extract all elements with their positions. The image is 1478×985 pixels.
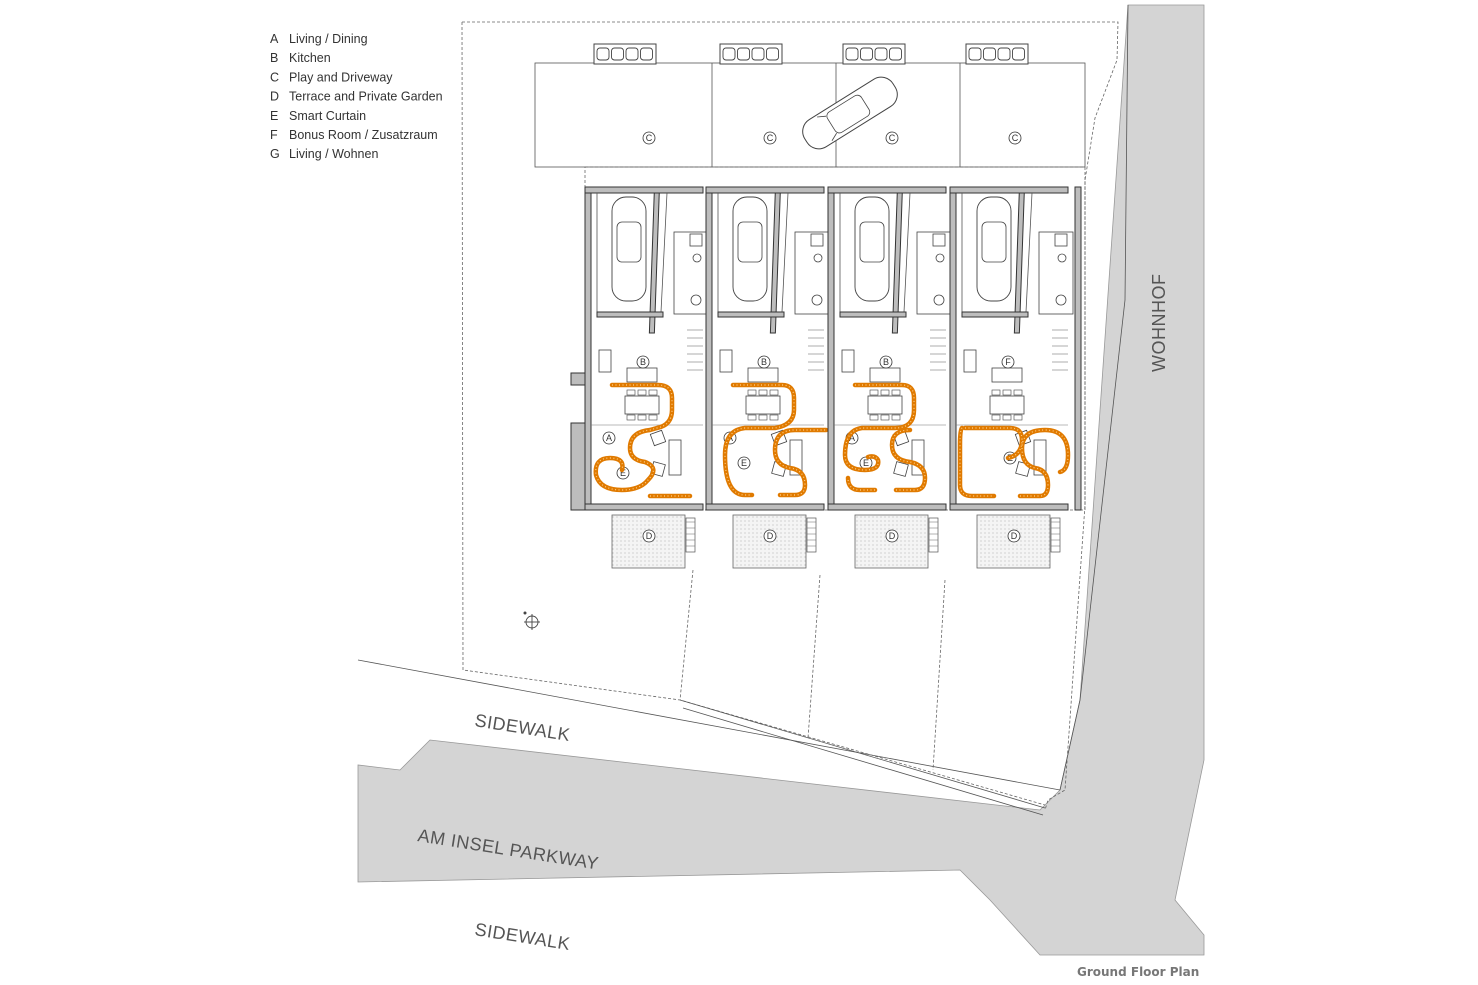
legend-label: Terrace and Private Garden [289,90,443,104]
smart-curtain [593,382,693,499]
sidewalk-lower-label: SIDEWALK [473,919,571,954]
bin-group [593,43,657,65]
upper-room-marker: F [1001,355,1015,369]
driveway-marker: C [1008,131,1022,145]
driveway-marker-letter: C [1012,133,1019,143]
curtain-marker-letter: E [741,458,747,468]
garage-car-icon [976,196,1012,302]
legend-label: Play and Driveway [289,70,393,84]
unit-1: B A E D [584,186,709,569]
garden-marker: D [763,529,777,543]
curtain-marker: E [737,456,751,470]
curtain-marker-letter: E [620,468,626,478]
legend-label: Bonus Room / Zusatzraum [289,128,438,142]
wohnhof-label: WOHNHOF [1149,274,1169,372]
legend-key: C [270,70,279,84]
legend-label: Living / Wohnen [289,147,378,161]
living-marker: A [602,431,616,445]
bin-group [719,43,783,65]
driveway-marker: C [885,131,899,145]
plan-caption: Ground Floor Plan [1077,965,1199,979]
legend-key: A [270,32,279,46]
garden-marker: D [885,529,899,543]
upper-room-marker-letter: F [1005,357,1011,367]
side-wall [570,422,586,511]
upper-room-marker: B [757,355,771,369]
upper-room-marker-letter: B [883,357,889,367]
side-entry [570,372,586,386]
upper-room-marker-letter: B [761,357,767,367]
legend-label: Smart Curtain [289,109,366,123]
car-icon [802,76,898,150]
smart-curtain [722,382,829,498]
driveway-marker-letter: C [646,133,653,143]
garden-marker-letter: D [767,531,774,541]
garden-marker-letter: D [1011,531,1018,541]
living-marker-letter: A [606,433,612,443]
garden-marker-letter: D [889,531,896,541]
garden-marker-letter: D [646,531,653,541]
upper-room-marker: B [636,355,650,369]
upper-room-marker-letter: B [640,357,646,367]
living-marker-letter: A [849,433,855,443]
bin-groups [593,43,1029,65]
garden-marker: D [642,529,656,543]
upper-room-marker: B [879,355,893,369]
plot-dividers [679,569,1046,816]
legend-key: G [270,147,280,161]
garage-car-icon [854,196,890,302]
legend-key: B [270,51,278,65]
legend-label: Kitchen [289,51,331,65]
driveway-marker: C [763,131,777,145]
north-arrow-icon [523,611,540,630]
smart-curtain [842,382,928,493]
end-wall [1074,186,1082,511]
legend-key: F [270,128,278,142]
bin-group [965,43,1029,65]
sidewalk-upper-label: SIDEWALK [473,710,571,745]
legend-key: E [270,109,278,123]
unit-4: FED [949,186,1074,569]
garage-car-icon [732,196,768,302]
garage-car-icon [611,196,647,302]
curtain-marker-letter: E [863,458,869,468]
unit-3: B A E D [827,186,952,569]
road-area [357,4,1205,956]
smart-curtain [957,425,1071,499]
garden-marker: D [1007,529,1021,543]
driveway-marker-letter: C [767,133,774,143]
bin-group [842,43,906,65]
legend-label: Living / Dining [289,32,368,46]
driveway-marker: C [642,131,656,145]
legend-key: D [270,90,279,104]
driveway-marker-letter: C [889,133,896,143]
